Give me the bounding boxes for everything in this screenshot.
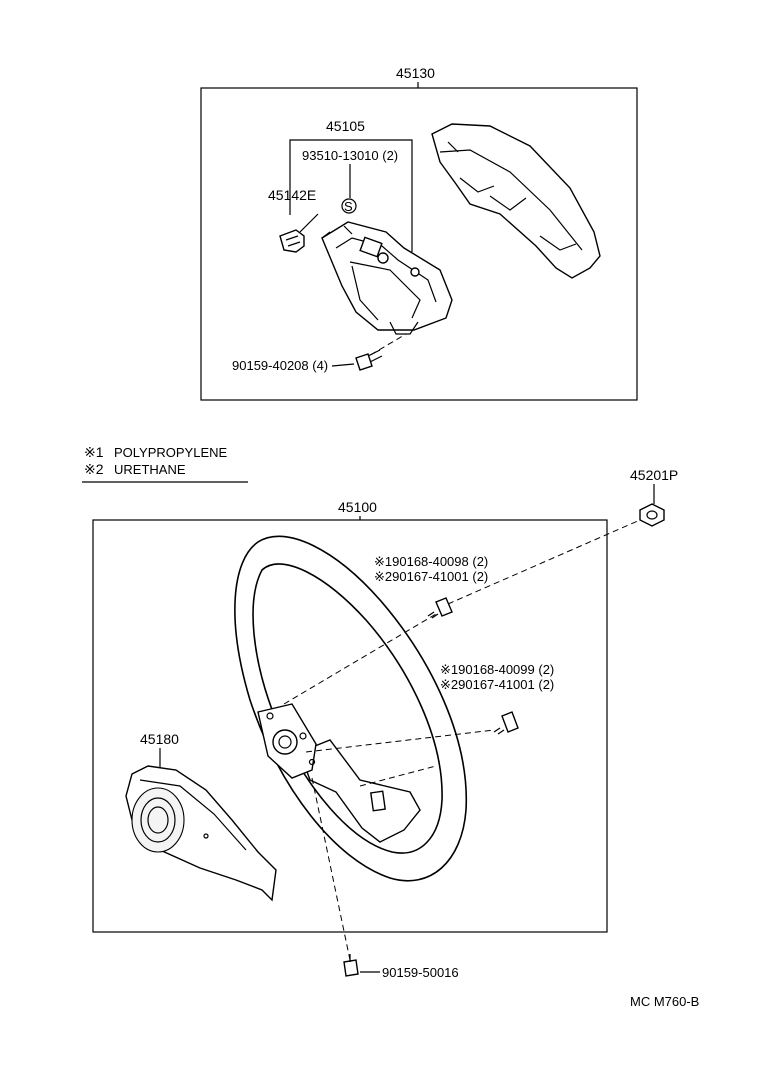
label-45201P: 45201P <box>630 467 678 483</box>
bolt-b <box>493 711 519 735</box>
footer-code: MC M760-B <box>630 994 699 1009</box>
center-frame-45105 <box>321 221 453 335</box>
label-45180: 45180 <box>140 731 179 747</box>
s-symbol-text: S <box>344 199 353 214</box>
dash-screw-top <box>361 333 407 361</box>
dash-spoke <box>359 765 437 787</box>
dash-bolt-b <box>305 729 495 753</box>
legend-text-polypropylene: POLYPROPYLENE <box>114 445 228 460</box>
label-45142E: 45142E <box>268 187 316 203</box>
legend-mark-2: ※2 <box>84 461 104 477</box>
boss-cover-45180 <box>125 765 277 902</box>
steering-wheel-45100 <box>234 535 468 882</box>
label-45105: 45105 <box>326 118 365 134</box>
label-90159-50016: 90159-50016 <box>382 965 459 980</box>
screw-90159-50016 <box>343 954 359 977</box>
leader-90159-40208 <box>331 363 355 367</box>
legend-text-urethane: URETHANE <box>114 462 186 477</box>
label-bolt-a-line2: ※290167-41001 (2) <box>374 569 488 584</box>
label-45130: 45130 <box>396 65 435 81</box>
box-45100 <box>92 519 608 933</box>
horn-pad-cover <box>431 123 601 279</box>
label-90159-40208: 90159-40208 (4) <box>232 358 328 373</box>
box-45130 <box>200 87 638 401</box>
label-bolt-b-line1: ※190168-40099 (2) <box>440 662 554 677</box>
label-bolt-b-line2: ※290167-41001 (2) <box>440 677 554 692</box>
legend-mark-1: ※1 <box>84 444 104 460</box>
leader-45142E <box>299 213 319 233</box>
s-symbol <box>341 198 357 214</box>
dash-nut <box>447 519 641 605</box>
label-93510-13010: 93510-13010 (2) <box>302 148 398 163</box>
dash-bottom-screw <box>311 777 351 961</box>
screw-90159-40208 <box>355 349 383 371</box>
clip-45142e <box>279 229 305 253</box>
label-bolt-a-line1: ※190168-40098 (2) <box>374 554 488 569</box>
bolt-a <box>427 597 453 619</box>
bracket-45105 <box>289 139 413 252</box>
label-45100: 45100 <box>338 499 377 515</box>
nut-45201p <box>639 503 665 527</box>
